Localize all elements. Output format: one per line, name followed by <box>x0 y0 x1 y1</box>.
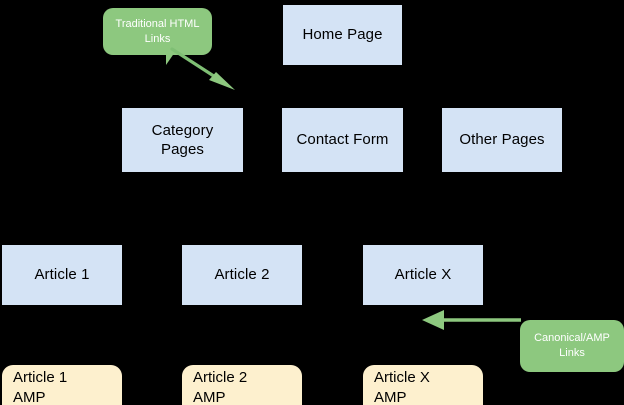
callout-traditional-html-links[interactable]: Traditional HTML Links <box>103 8 212 55</box>
node-category-pages[interactable]: Category Pages <box>122 108 243 172</box>
arrow-traditional-html-links-icon <box>170 47 235 90</box>
callout-canonical-amp-links[interactable]: Canonical/AMP Links <box>520 320 624 372</box>
node-article-1[interactable]: Article 1 <box>2 245 122 305</box>
callout-tail-icon <box>166 52 175 65</box>
node-article-x[interactable]: Article X <box>363 245 483 305</box>
node-article-1-amp-counterpart[interactable]: Article 1 AMP Counterpart <box>2 365 122 405</box>
node-contact-form[interactable]: Contact Form <box>282 108 403 172</box>
node-article-x-amp-counterpart[interactable]: Article X AMP Counterpart <box>363 365 483 405</box>
node-article-2-amp-counterpart[interactable]: Article 2 AMP Counterpart <box>182 365 302 405</box>
node-home-page[interactable]: Home Page <box>283 5 402 65</box>
node-other-pages[interactable]: Other Pages <box>442 108 562 172</box>
node-article-2[interactable]: Article 2 <box>182 245 302 305</box>
arrow-canonical-amp-links-icon <box>422 310 521 330</box>
